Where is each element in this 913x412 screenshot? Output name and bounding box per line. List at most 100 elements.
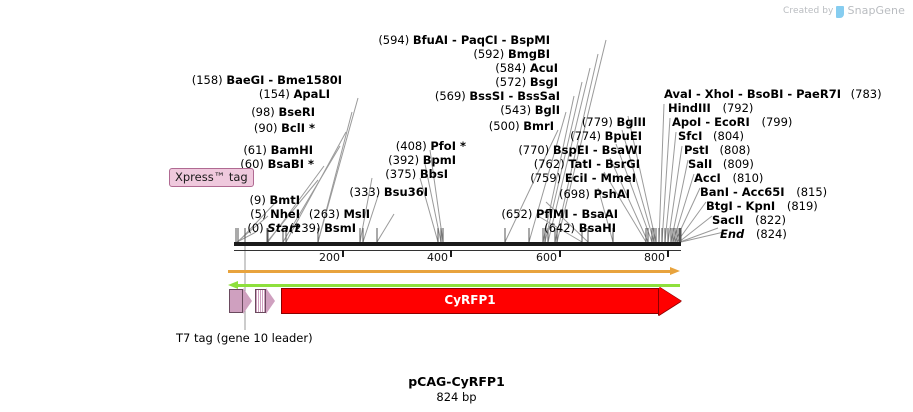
site-position: (239)	[289, 221, 321, 235]
site-label-333[interactable]: (333) Bsu36I	[300, 186, 428, 199]
site-label-824-end[interactable]: End (824)	[720, 228, 787, 241]
site-position: (809)	[722, 157, 754, 171]
plasmid-size: 824 bp	[436, 390, 477, 404]
site-label-799[interactable]: ApoI - EcoRI (799)	[672, 116, 792, 129]
site-position: (799)	[761, 115, 793, 129]
site-position: (762)	[533, 157, 565, 171]
t7-tag-body	[229, 289, 243, 313]
site-position: (543)	[500, 103, 532, 117]
site-label-810[interactable]: AccI (810)	[694, 172, 763, 185]
site-label-759[interactable]: (759) EciI - MmeI	[476, 172, 636, 185]
site-label-98[interactable]: (98) BseRI	[160, 106, 315, 119]
site-position: (60)	[240, 157, 264, 171]
site-label-815[interactable]: BanI - Acc65I (815)	[700, 186, 827, 199]
site-label-774[interactable]: (774) BpuEI	[490, 130, 642, 143]
site-enzymes: BglI	[534, 103, 560, 117]
site-position: (774)	[570, 129, 602, 143]
site-enzymes: BmrI	[523, 119, 554, 133]
site-label-783[interactable]: AvaI - XhoI - BsoBI - PaeR7I (783)	[664, 88, 882, 101]
site-label-698[interactable]: (698) PshAI	[490, 188, 630, 201]
site-position: (375)	[385, 167, 417, 181]
site-label-819[interactable]: BtgI - KpnI (819)	[706, 200, 818, 213]
site-enzymes: ApoI - EcoRI	[672, 115, 750, 129]
feature-label-xpress-tag[interactable]: Xpress™ tag	[169, 168, 254, 187]
site-label-500[interactable]: (500) BmrI	[390, 120, 554, 133]
site-label-808[interactable]: PstI (808)	[684, 144, 750, 157]
ruler-label-200: 200	[319, 251, 340, 264]
site-label-569[interactable]: (569) BssSI - BssSaI	[350, 90, 560, 103]
site-enzymes: TatI - BsrGI	[568, 157, 640, 171]
site-enzymes: SfcI	[678, 129, 703, 143]
site-label-239[interactable]: (239) BsmI	[228, 222, 356, 235]
site-label-5[interactable]: (5) NheI	[150, 208, 300, 221]
sequence-backbone[interactable]	[234, 242, 681, 246]
site-label-158[interactable]: (158) BaeGI - Bme1580I	[150, 74, 342, 87]
site-position: (815)	[796, 185, 828, 199]
site-label-592[interactable]: (592) BmgBI	[400, 48, 550, 61]
site-enzymes: BfuAI - PaqCI - BspMI	[412, 33, 550, 47]
site-position: (9)	[249, 193, 266, 207]
site-label-60[interactable]: (60) BsaBI *	[142, 158, 314, 171]
site-label-572[interactable]: (572) BsgI	[400, 76, 558, 89]
feature-cyrfp1-cds[interactable]: CyRFP1	[281, 287, 681, 315]
site-label-652[interactable]: (652) PflMI - BsaAI	[450, 208, 618, 221]
site-label-822[interactable]: SacII (822)	[712, 214, 786, 227]
site-label-642[interactable]: (642) BsaHI	[478, 222, 616, 235]
site-label-584[interactable]: (584) AcuI	[410, 62, 558, 75]
site-enzymes: BseRI	[278, 105, 315, 119]
site-enzymes: ApaLI	[293, 87, 331, 101]
site-position: (5)	[250, 207, 267, 221]
xpress-tag-text: Xpress™ tag	[175, 170, 248, 184]
site-position: (98)	[251, 105, 275, 119]
site-label-263[interactable]: (263) MslI	[250, 208, 370, 221]
sequence-start-marker: Start	[267, 221, 300, 235]
site-enzymes: NheI	[270, 207, 300, 221]
feature-xpress-tag-arrow[interactable]	[255, 288, 275, 314]
site-label-154[interactable]: (154) ApaLI	[170, 88, 330, 101]
site-enzymes: BsgI	[529, 75, 558, 89]
site-label-392[interactable]: (392) BpmI	[320, 154, 456, 167]
site-enzymes: AvaI - XhoI - BsoBI - PaeR7I	[664, 87, 841, 101]
site-label-9[interactable]: (9) BmtI	[150, 194, 300, 207]
site-enzymes: SacII	[712, 213, 744, 227]
site-label-762[interactable]: (762) TatI - BsrGI	[476, 158, 640, 171]
site-label-543[interactable]: (543) BglI	[400, 104, 560, 117]
xpress-tag-hatch	[256, 290, 265, 312]
site-enzymes: PstI	[684, 143, 709, 157]
site-enzymes: BsaBI *	[267, 157, 314, 171]
site-label-792[interactable]: HindIII (792)	[668, 102, 753, 115]
feature-t7-tag-arrow[interactable]	[229, 288, 252, 314]
site-enzymes: BtgI - KpnI	[706, 199, 776, 213]
reverse-annotation-arrow[interactable]	[228, 281, 680, 290]
site-position: (500)	[488, 119, 520, 133]
site-label-809[interactable]: SalI (809)	[688, 158, 754, 171]
site-label-804[interactable]: SfcI (804)	[678, 130, 744, 143]
site-label-375[interactable]: (375) BbsI	[315, 168, 448, 181]
site-label-61[interactable]: (61) BamHI	[148, 144, 313, 157]
ruler-label-800: 800	[644, 251, 665, 264]
site-label-779[interactable]: (779) BglII	[500, 116, 646, 129]
site-position: (824)	[755, 227, 787, 241]
xpress-tag-head-icon	[266, 288, 275, 314]
site-enzymes: BsmI	[324, 221, 356, 235]
site-enzymes: BmtI	[269, 193, 300, 207]
ruler-tick-800	[667, 250, 669, 257]
site-label-0-start[interactable]: (0) Start	[150, 222, 300, 235]
site-position: (642)	[544, 221, 576, 235]
site-enzymes: PshAI	[593, 187, 630, 201]
site-enzymes: BssSI - BssSaI	[469, 89, 560, 103]
site-enzymes: HindIII	[668, 101, 711, 115]
site-label-408[interactable]: (408) PfoI *	[330, 140, 466, 153]
site-label-90[interactable]: (90) BclI *	[158, 122, 315, 135]
site-enzymes: EciI - MmeI	[564, 171, 636, 185]
feature-label-t7-tag[interactable]: T7 tag (gene 10 leader)	[176, 331, 313, 345]
site-label-594[interactable]: (594) BfuAI - PaqCI - BspMI	[360, 34, 550, 47]
site-position: (592)	[473, 47, 505, 61]
sequence-end-marker: End	[720, 227, 745, 241]
site-label-770[interactable]: (770) BspEI - BsaWI	[470, 144, 642, 157]
site-enzymes: BanI - Acc65I	[700, 185, 785, 199]
forward-annotation-arrow[interactable]	[228, 267, 680, 276]
site-enzymes: BbsI	[419, 167, 448, 181]
ruler-label-600: 600	[536, 251, 557, 264]
